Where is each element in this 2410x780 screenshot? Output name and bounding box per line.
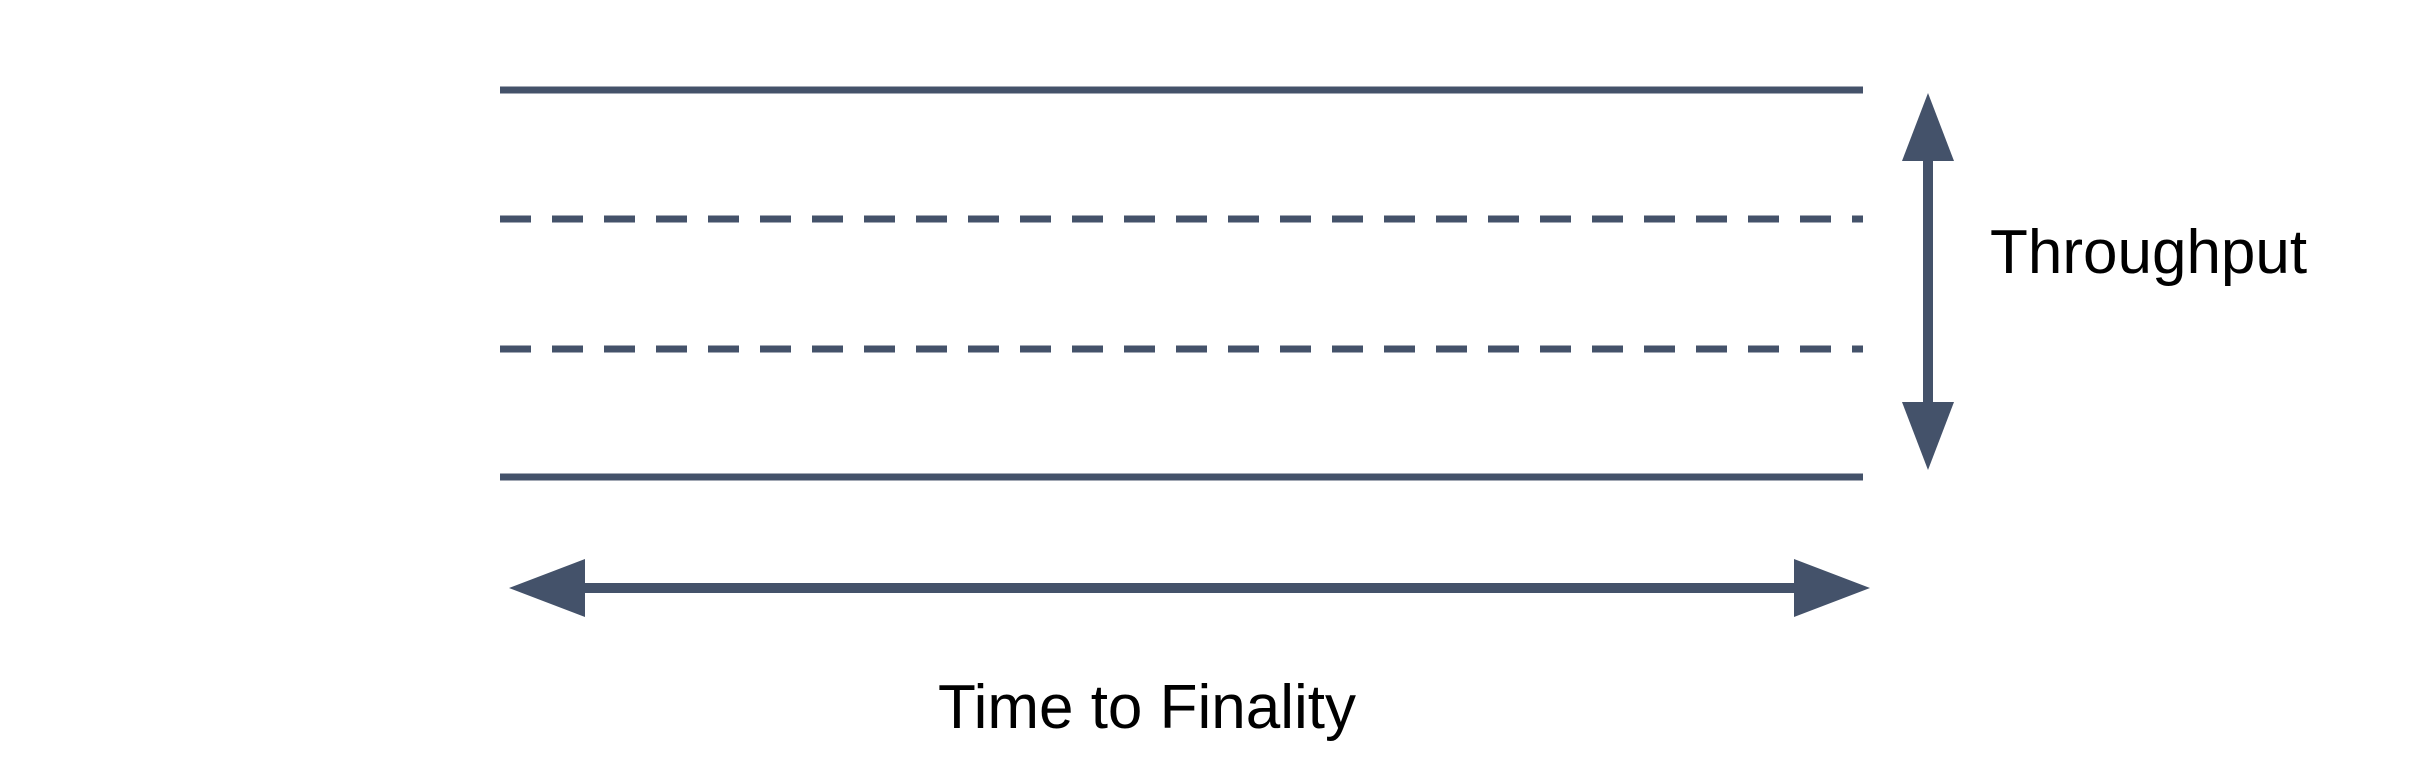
vertical-arrow-shaft — [1923, 161, 1933, 402]
horizontal-arrow-head-right — [1794, 559, 1870, 617]
vertical-axis-label: Throughput — [1990, 218, 2308, 287]
horizontal-arrow-head-left — [509, 559, 585, 617]
lane-lines-group — [500, 86, 1863, 481]
horizontal-arrow-shaft — [585, 583, 1794, 593]
horizontal-axis-label: Time to Finality — [938, 673, 1357, 742]
double-headed-horizontal-arrow-icon — [509, 559, 1870, 617]
double-headed-vertical-arrow-icon — [1902, 93, 1954, 470]
vertical-arrow-head-down — [1902, 402, 1954, 470]
vertical-arrow-head-up — [1902, 93, 1954, 161]
